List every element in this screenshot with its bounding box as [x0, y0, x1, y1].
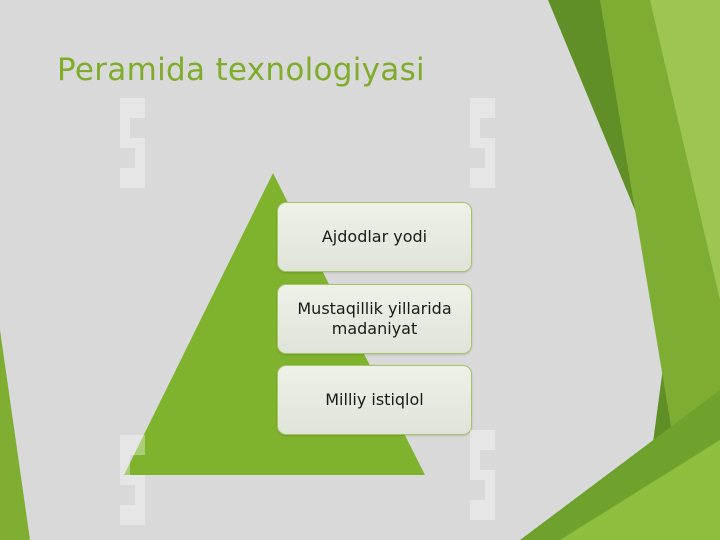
right-light-green-panel [650, 0, 720, 300]
slide-title: Peramida texnologiyasi [57, 52, 425, 88]
pyramid-level-bottom: Milliy istiqlol [277, 365, 472, 435]
pyramid-level-middle: Mustaqillik yillarida madaniyat [277, 284, 472, 354]
bottom-right-light-panel [560, 440, 720, 540]
left-green-accent [0, 330, 30, 540]
pyramid-level-top: Ajdodlar yodi [277, 202, 472, 272]
